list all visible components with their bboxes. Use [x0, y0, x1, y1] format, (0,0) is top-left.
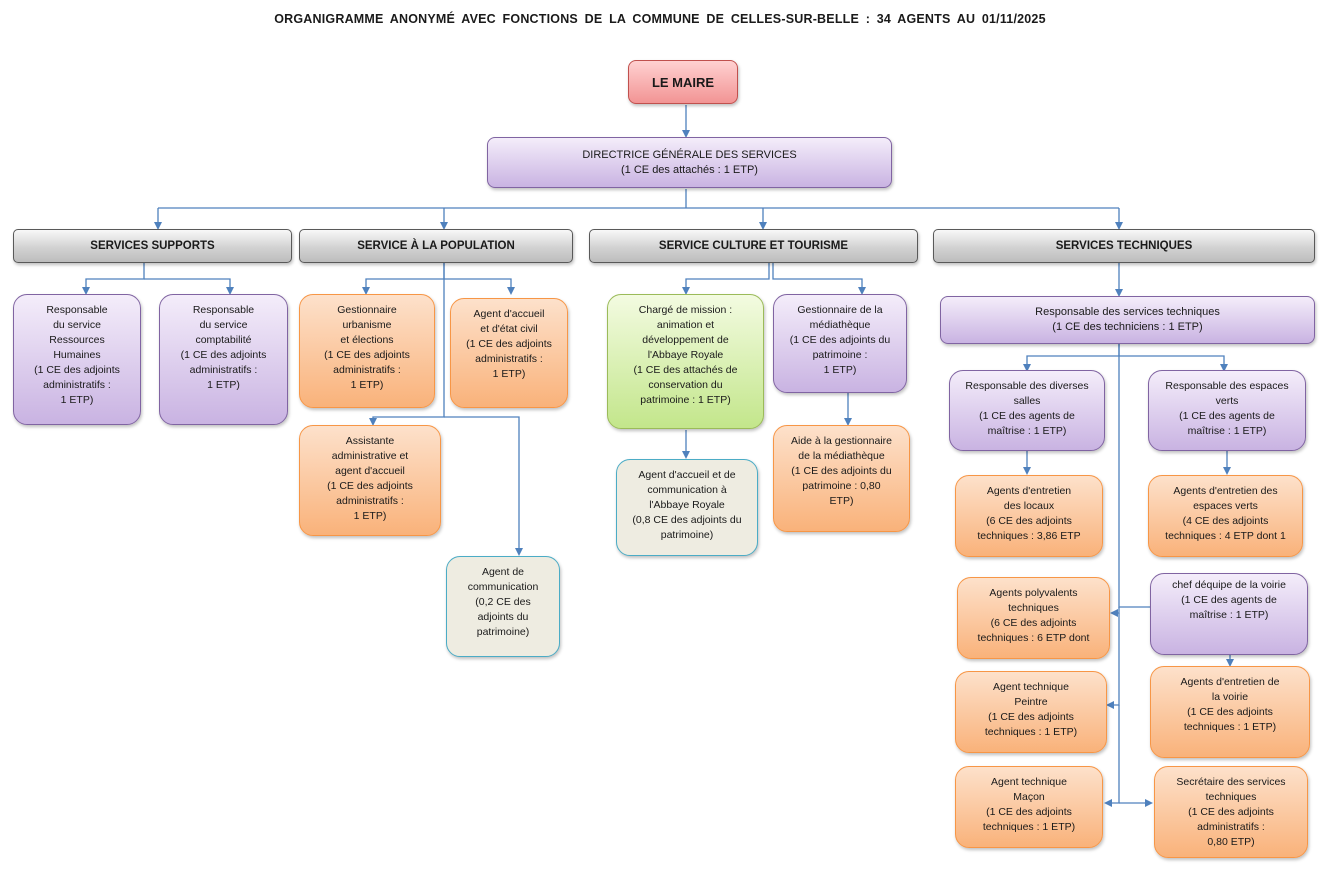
- dgs-box: DIRECTRICE GÉNÉRALE DES SERVICES (1 CE d…: [487, 137, 892, 188]
- role-accueil-abbaye: Agent d'accueil et de communication à l'…: [616, 459, 758, 556]
- service-population: SERVICE À LA POPULATION: [299, 229, 573, 263]
- role-rh: Responsable du service Ressources Humain…: [13, 294, 141, 425]
- role-mediatheque: Gestionnaire de la médiathèque (1 CE des…: [773, 294, 907, 393]
- role-resp-salles: Responsable des diverses salles (1 CE de…: [949, 370, 1105, 451]
- role-communication: Agent de communication (0,2 CE des adjoi…: [446, 556, 560, 657]
- service-culture: SERVICE CULTURE ET TOURISME: [589, 229, 918, 263]
- page-title: ORGANIGRAMME ANONYMÉ AVEC FONCTIONS DE L…: [274, 12, 1046, 26]
- role-urbanisme: Gestionnaire urbanisme et élections (1 C…: [299, 294, 435, 408]
- role-entretien-voirie: Agents d'entretien de la voirie (1 CE de…: [1150, 666, 1310, 758]
- role-aide-mediatheque: Aide à la gestionnaire de la médiathèque…: [773, 425, 910, 532]
- role-chef-voirie: chef déquipe de la voirie (1 CE des agen…: [1150, 573, 1308, 655]
- role-entretien-locaux: Agents d'entretien des locaux (6 CE des …: [955, 475, 1103, 557]
- role-polyvalents: Agents polyvalents techniques (6 CE des …: [957, 577, 1110, 659]
- role-entretien-espaces-verts: Agents d'entretien des espaces verts (4 …: [1148, 475, 1303, 557]
- role-comptabilite: Responsable du service comptabilité (1 C…: [159, 294, 288, 425]
- role-resp-techniques: Responsable des services techniques (1 C…: [940, 296, 1315, 344]
- service-supports: SERVICES SUPPORTS: [13, 229, 292, 263]
- role-peintre: Agent technique Peintre (1 CE des adjoin…: [955, 671, 1107, 753]
- mayor-box: LE MAIRE: [628, 60, 738, 104]
- service-techniques: SERVICES TECHNIQUES: [933, 229, 1315, 263]
- role-etat-civil: Agent d'accueil et d'état civil (1 CE de…: [450, 298, 568, 408]
- role-charge-mission: Chargé de mission : animation et dévelop…: [607, 294, 764, 429]
- role-assistante: Assistante administrative et agent d'acc…: [299, 425, 441, 536]
- role-secretaire-techniques: Secrétaire des services techniques (1 CE…: [1154, 766, 1308, 858]
- role-resp-espaces-verts: Responsable des espaces verts (1 CE des …: [1148, 370, 1306, 451]
- role-macon: Agent technique Maçon (1 CE des adjoints…: [955, 766, 1103, 848]
